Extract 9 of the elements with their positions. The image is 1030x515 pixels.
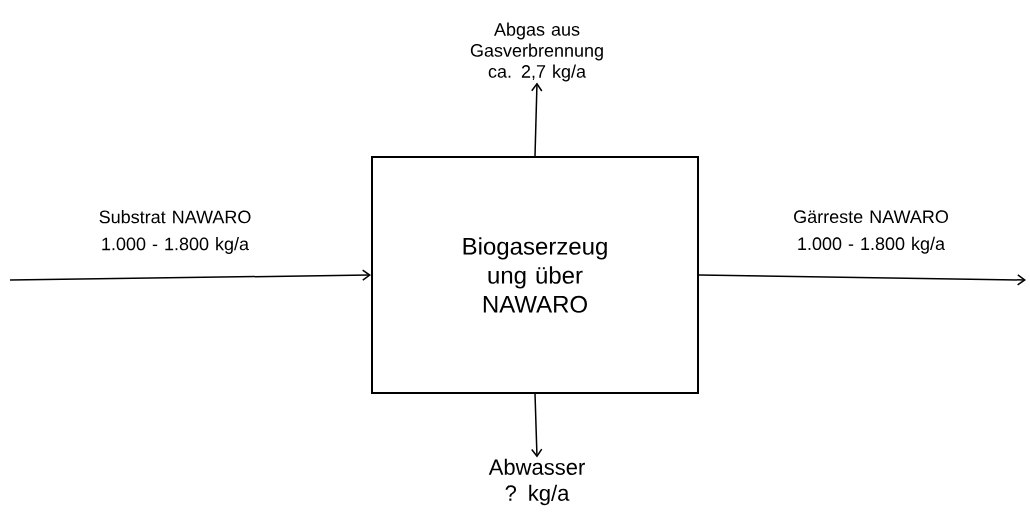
arrow	[531, 393, 543, 458]
text-label: Abwasser ? kg/a	[488, 458, 585, 506]
edge-label: Substrat NAWARO 1.000 - 1.800 kg/a	[99, 210, 251, 254]
arrow	[531, 82, 543, 157]
text-label: Abgas aus Gasverbrennung ca. 2,7 kg/a	[470, 22, 603, 82]
arrow	[698, 274, 1026, 286]
arrow	[9, 269, 371, 281]
edge-label: Gärreste NAWARO 1.000 - 1.800 kg/a	[794, 210, 948, 254]
process-box: Biogaserzeug ung über NAWARO	[371, 156, 699, 394]
